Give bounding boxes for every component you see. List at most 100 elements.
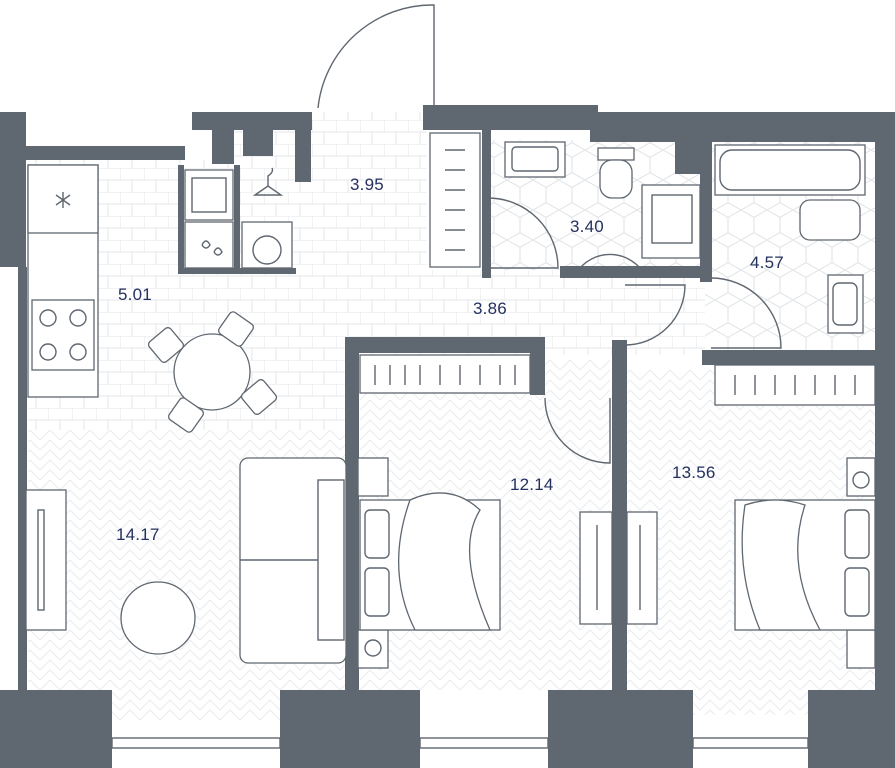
bath-large	[714, 144, 866, 334]
outer-wall-top-left	[0, 146, 185, 160]
bedroom-2	[626, 364, 876, 669]
bath-large-door-swing	[710, 277, 782, 349]
toilet	[599, 159, 633, 199]
bedroom-1-wall-top	[345, 337, 545, 353]
tv	[37, 509, 45, 611]
room-labels: 3.95 5.01 3.86 3.40 4.57 14.17 12.14 13.…	[116, 175, 784, 544]
bath-large-wall-bottom	[702, 350, 877, 365]
outer-wall-top-right-2	[590, 112, 895, 142]
nightstand	[357, 457, 389, 497]
window-pier-center-1	[280, 690, 420, 768]
wardrobe	[429, 132, 481, 268]
burner-icon	[39, 343, 57, 361]
drops-icon	[201, 240, 223, 256]
small-bath-door-swing	[579, 253, 641, 269]
bedroom-1-wall-right-stub	[530, 337, 545, 395]
cooktop	[31, 299, 95, 371]
coffee-table	[120, 581, 196, 655]
washbasin-bowl	[511, 146, 559, 172]
tv-cabinet	[25, 489, 67, 631]
outer-wall-top-center	[192, 112, 312, 130]
windows	[111, 737, 809, 749]
laundry-wall-right	[234, 165, 240, 273]
chair	[167, 397, 205, 433]
shaft-box-2	[243, 126, 273, 156]
burner-icon	[39, 309, 57, 327]
window-pier-center-2	[548, 690, 693, 768]
bath-wall-mid	[700, 142, 712, 282]
laundry	[184, 167, 293, 269]
nightstand	[846, 629, 876, 669]
nightstand	[357, 629, 389, 669]
window-living	[111, 737, 281, 749]
bath-door-swing	[487, 197, 559, 269]
outer-wall-right	[875, 112, 895, 732]
shaft-box-1	[212, 126, 234, 164]
hanger-icon	[445, 149, 465, 251]
pillow	[844, 567, 870, 617]
shower-tray	[641, 184, 701, 259]
outer-wall-left-lower	[18, 267, 27, 737]
snowflake-icon	[55, 192, 71, 208]
pillar-top-center	[295, 112, 311, 182]
shower-basin	[651, 194, 693, 244]
bathtub	[714, 144, 866, 196]
pillow	[364, 567, 390, 617]
area-label-hall: 3.95	[350, 175, 384, 194]
chair	[217, 311, 255, 347]
bedroom-1-door-swing	[544, 397, 611, 464]
bath-wall-left	[482, 128, 491, 278]
area-label-bedroom-2: 13.56	[672, 463, 716, 482]
bedroom-1-wall-left	[345, 337, 359, 737]
washbasin-2-bowl	[832, 282, 858, 326]
nightstand	[846, 457, 876, 497]
bath-wall-bottom	[560, 266, 710, 278]
lamp-icon	[364, 639, 382, 657]
chair	[147, 327, 185, 363]
lamp-icon	[852, 471, 870, 489]
burner-icon	[69, 343, 87, 361]
walls	[0, 105, 895, 768]
toilet-2	[799, 199, 861, 241]
tv-stand	[579, 511, 613, 625]
corridor-door-swing	[624, 284, 686, 346]
chair	[240, 379, 278, 415]
outer-wall-top-right	[423, 105, 598, 130]
kitchen	[27, 164, 278, 433]
blanket	[398, 492, 491, 631]
entrance-door-swing	[317, 4, 435, 109]
window-bedroom-2	[692, 737, 809, 749]
pillow	[364, 509, 390, 559]
area-label-living-room: 14.17	[116, 525, 160, 544]
area-label-bedroom-1: 12.14	[510, 475, 554, 494]
hanger-icon	[374, 365, 516, 385]
washer-drum	[252, 235, 282, 265]
area-label-bath-large: 4.57	[750, 253, 784, 272]
pillow	[844, 509, 870, 559]
area-label-bathroom: 3.40	[570, 217, 604, 236]
outer-wall-left	[0, 112, 26, 267]
burner-icon	[69, 309, 87, 327]
window-bedroom-1	[419, 737, 549, 749]
blanket	[741, 499, 822, 631]
laundry-wall-left	[178, 165, 184, 273]
doors	[317, 4, 782, 464]
wardrobe-1	[359, 354, 531, 394]
area-label-kitchen: 5.01	[118, 285, 152, 304]
hanger-icon	[734, 375, 856, 395]
bedroom-1	[357, 354, 613, 669]
bathroom	[504, 141, 701, 259]
window-pier-right	[808, 690, 895, 768]
hanger-icon	[252, 167, 284, 196]
toilet-tank	[597, 147, 635, 161]
bathtub-inner	[719, 149, 861, 191]
cabinet	[184, 221, 234, 269]
window-pier-left	[0, 690, 112, 768]
tv-stand	[626, 511, 658, 625]
dining-table	[173, 333, 251, 411]
hall-closet	[429, 132, 481, 268]
washing-machine	[241, 221, 293, 269]
area-label-corridor: 3.86	[473, 299, 507, 318]
bedroom-divider	[612, 340, 627, 705]
